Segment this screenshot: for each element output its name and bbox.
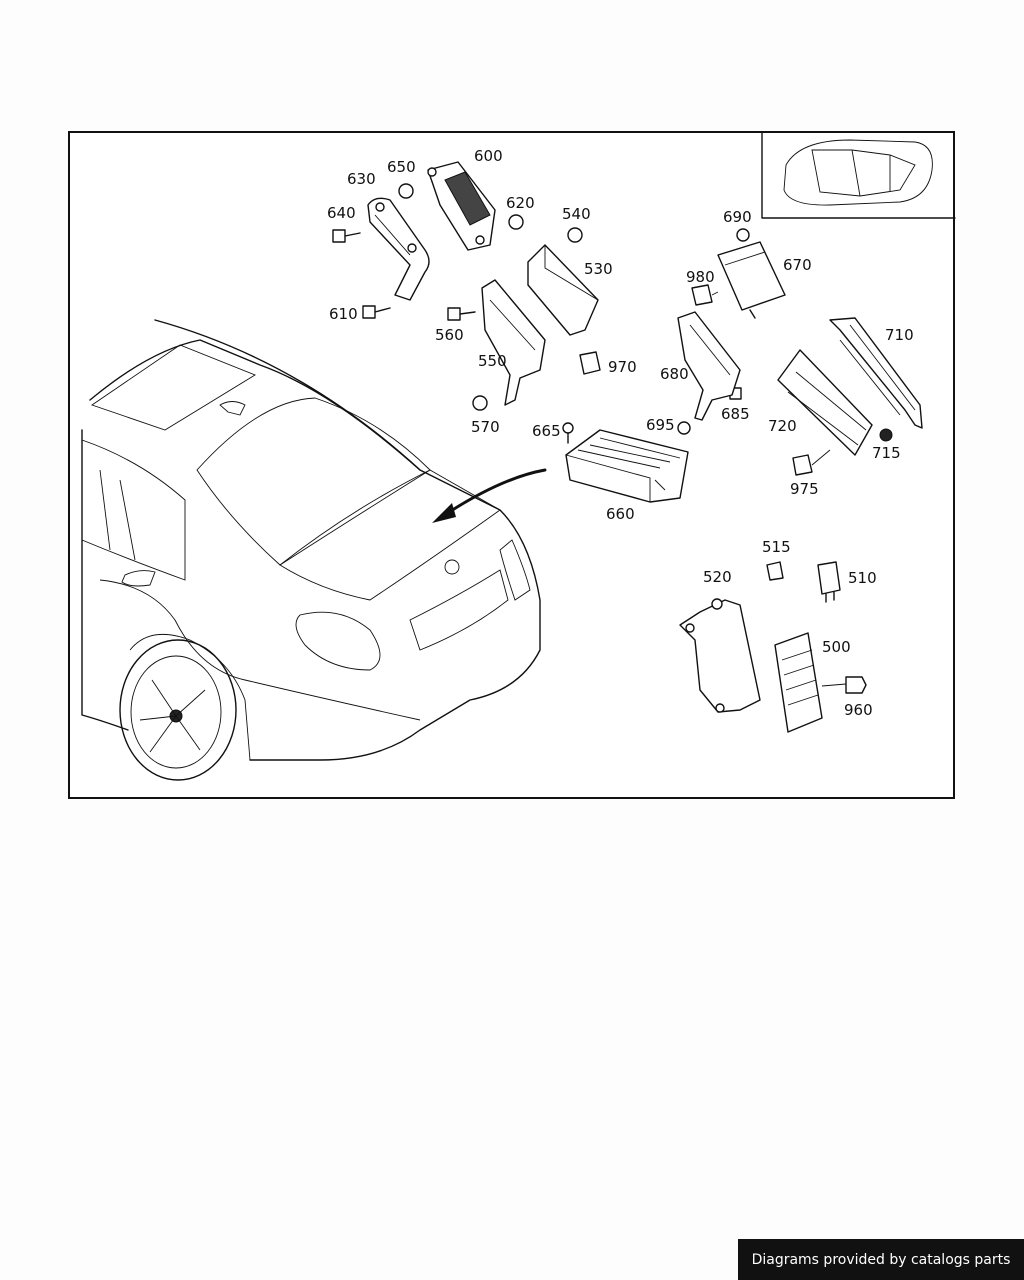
label-660: 660 bbox=[606, 505, 635, 523]
nut-540 bbox=[567, 227, 583, 243]
bolt-560 bbox=[447, 307, 476, 321]
label-650: 650 bbox=[387, 158, 416, 176]
module-600 bbox=[427, 161, 496, 251]
bolt-640 bbox=[332, 229, 361, 243]
part-labels: 600 650 630 620 540 640 530 610 560 550 … bbox=[327, 147, 914, 719]
vehicle-rear-view bbox=[81, 319, 541, 781]
label-960: 960 bbox=[844, 701, 873, 719]
bracket-710 bbox=[829, 317, 923, 429]
footer-credit: Diagrams provided by catalogs parts bbox=[738, 1239, 1024, 1280]
label-500: 500 bbox=[822, 638, 851, 656]
label-720: 720 bbox=[768, 417, 797, 435]
vehicle-thumbnail bbox=[761, 131, 956, 219]
label-540: 540 bbox=[562, 205, 591, 223]
bracket-520 bbox=[679, 598, 761, 713]
label-710: 710 bbox=[885, 326, 914, 344]
label-640: 640 bbox=[327, 204, 356, 222]
bracket-550 bbox=[481, 279, 546, 406]
label-570: 570 bbox=[471, 418, 500, 436]
label-560: 560 bbox=[435, 326, 464, 344]
label-600: 600 bbox=[474, 147, 503, 165]
connector-980 bbox=[691, 284, 719, 306]
fusebox-500 bbox=[774, 632, 823, 733]
module-670 bbox=[717, 241, 786, 319]
label-610: 610 bbox=[329, 305, 358, 323]
label-970: 970 bbox=[608, 358, 637, 376]
connector-970 bbox=[579, 351, 601, 375]
label-980: 980 bbox=[686, 268, 715, 286]
nut-620 bbox=[508, 214, 524, 230]
nut-715 bbox=[879, 428, 893, 442]
module-720 bbox=[777, 349, 873, 456]
label-515: 515 bbox=[762, 538, 791, 556]
bolt-610 bbox=[362, 305, 391, 319]
label-620: 620 bbox=[506, 194, 535, 212]
label-510: 510 bbox=[848, 569, 877, 587]
arrow-head bbox=[432, 503, 456, 523]
label-690: 690 bbox=[723, 208, 752, 226]
nut-570 bbox=[472, 395, 488, 411]
label-550: 550 bbox=[478, 352, 507, 370]
label-630: 630 bbox=[347, 170, 376, 188]
label-715: 715 bbox=[872, 444, 901, 462]
relay-510 bbox=[817, 561, 841, 603]
label-670: 670 bbox=[783, 256, 812, 274]
nut-695 bbox=[677, 421, 691, 435]
connector-960 bbox=[821, 676, 867, 694]
label-685: 685 bbox=[721, 405, 750, 423]
nut-690 bbox=[736, 228, 750, 242]
direction-arrow bbox=[438, 468, 547, 520]
label-680: 680 bbox=[660, 365, 689, 383]
module-530 bbox=[527, 244, 599, 336]
label-975: 975 bbox=[790, 480, 819, 498]
fuse-515 bbox=[766, 561, 784, 581]
screw-665 bbox=[562, 422, 574, 444]
label-695: 695 bbox=[646, 416, 675, 434]
bracket-630 bbox=[367, 197, 430, 301]
label-530: 530 bbox=[584, 260, 613, 278]
connector-975 bbox=[792, 449, 831, 476]
label-520: 520 bbox=[703, 568, 732, 586]
label-665: 665 bbox=[532, 422, 561, 440]
amplifier-660 bbox=[565, 429, 689, 503]
nut-650 bbox=[398, 183, 414, 199]
bracket-680 bbox=[677, 311, 741, 421]
